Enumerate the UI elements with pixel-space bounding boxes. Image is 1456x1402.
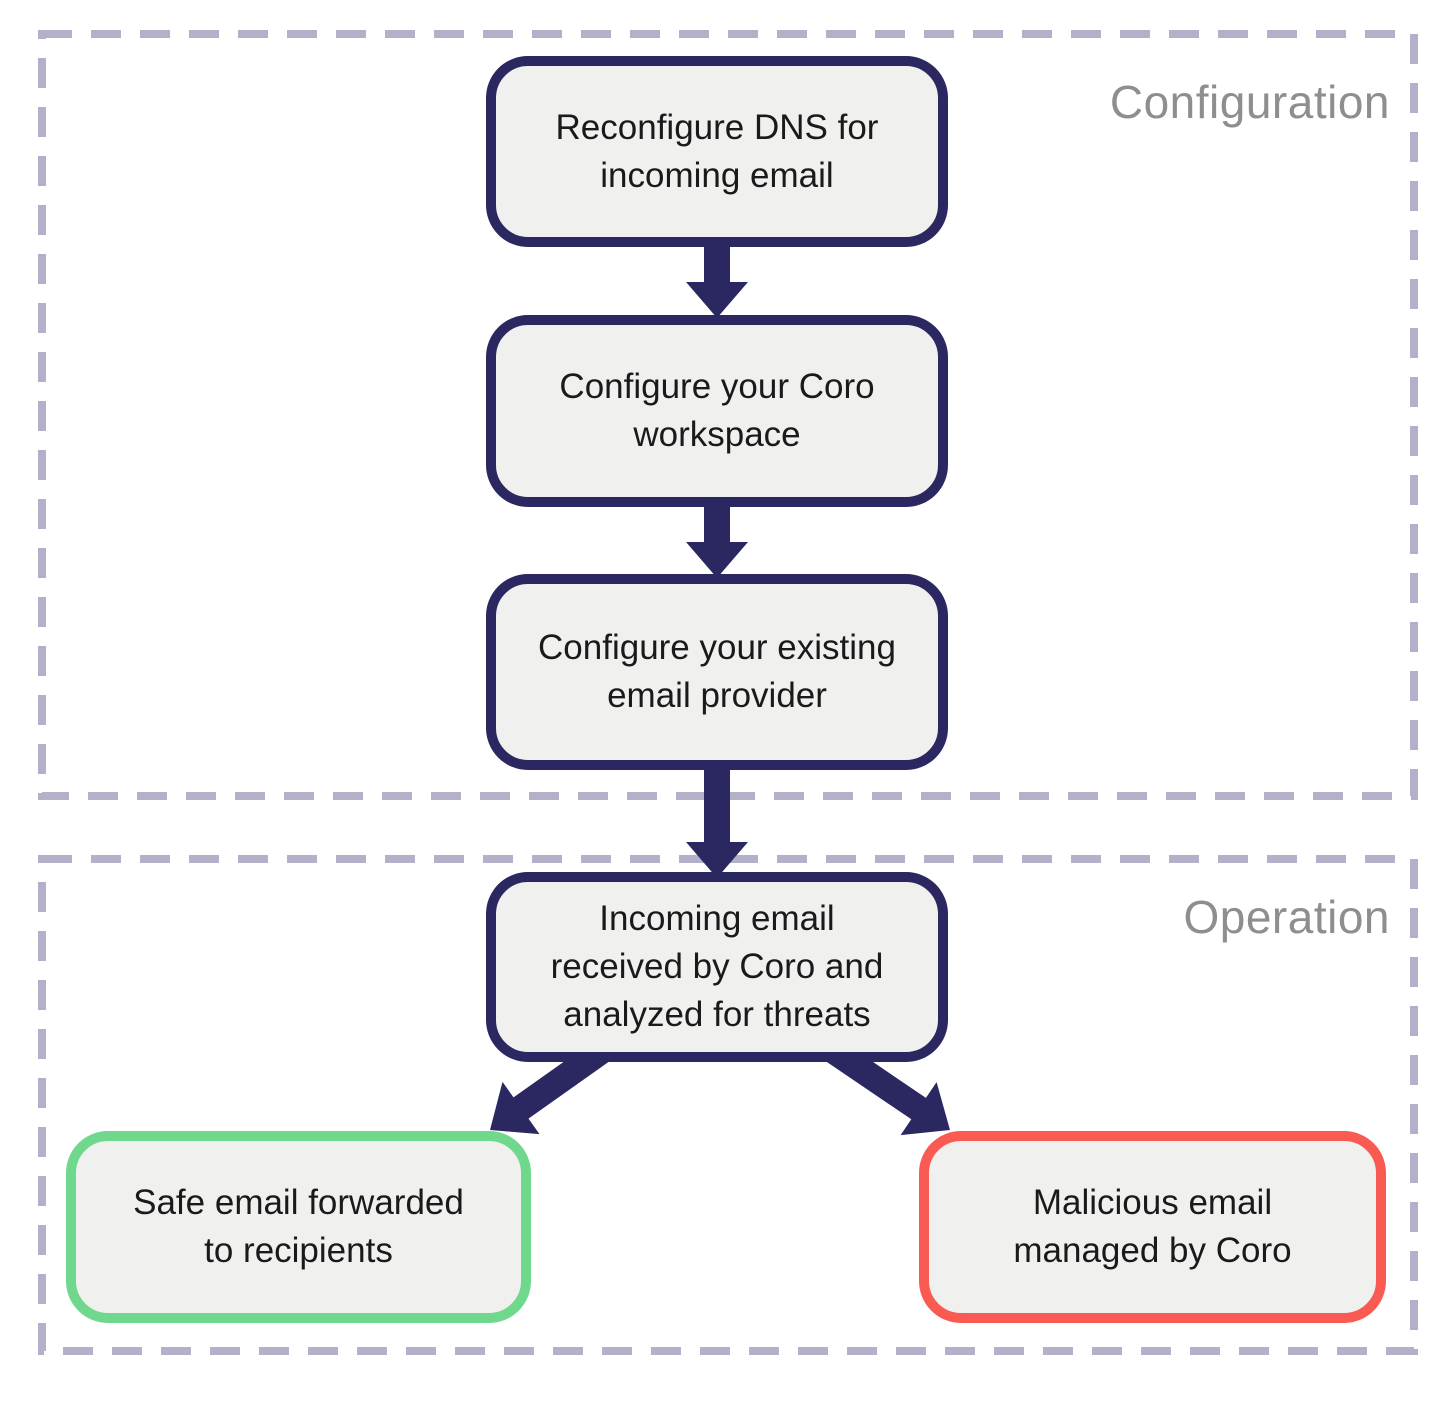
node-reconfigure-dns: Reconfigure DNS for incoming email [486, 56, 948, 247]
node-safe-email-outcome: Safe email forwarded to recipients [66, 1131, 531, 1323]
node-incoming-email-analyzed: Incoming email received by Coro and anal… [486, 872, 948, 1062]
arrow-workspace-to-provider-icon [686, 498, 748, 578]
arrow-provider-to-incoming-icon [686, 760, 748, 878]
node-configure-workspace: Configure your Coro workspace [486, 315, 948, 507]
operation-section-label: Operation [1183, 891, 1390, 943]
node-malicious-email-outcome: Malicious email managed by Coro [919, 1131, 1386, 1323]
configuration-section-label: Configuration [1109, 76, 1390, 128]
arrow-dns-to-workspace-icon [686, 238, 748, 318]
node-configure-provider: Configure your existing email provider [486, 574, 948, 770]
